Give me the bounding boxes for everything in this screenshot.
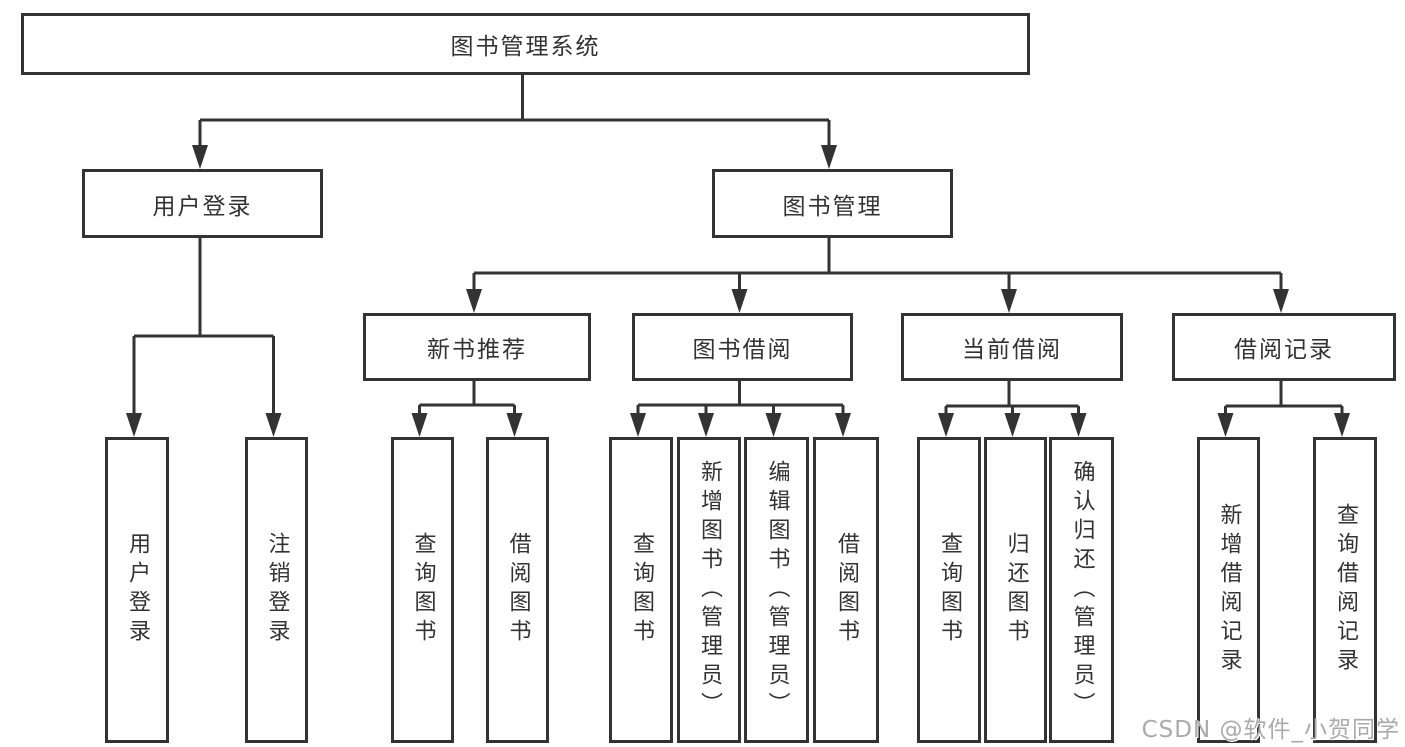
node-leaf-current-confirm-return: 确认归还（管理员） bbox=[1049, 437, 1114, 743]
node-label: 图书借阅 bbox=[692, 337, 793, 363]
node-label: 借阅图书 bbox=[834, 532, 859, 648]
node-user-login: 用户登录 bbox=[82, 169, 323, 238]
node-label: 注销登录 bbox=[264, 532, 290, 648]
node-label: 借阅记录 bbox=[1234, 337, 1334, 363]
node-label: 查询借阅记录 bbox=[1333, 503, 1358, 677]
node-label: 用户登录 bbox=[125, 532, 150, 648]
node-leaf-user-login: 用户登录 bbox=[105, 437, 169, 743]
node-leaf-current-return-books: 归还图书 bbox=[984, 437, 1047, 743]
csdn-watermark: CSDN @软件_小贺同学 bbox=[1141, 717, 1400, 743]
node-leaf-borrow-add-books: 新增图书（管理员） bbox=[677, 437, 741, 743]
node-leaf-borrow-edit-books: 编辑图书（管理员） bbox=[744, 437, 809, 743]
node-label: 借阅图书 bbox=[505, 532, 531, 648]
node-leaf-borrow-query-books: 查询图书 bbox=[609, 437, 673, 743]
node-book-management: 图书管理 bbox=[712, 169, 953, 238]
node-leaf-recommend-borrow-books: 借阅图书 bbox=[486, 437, 549, 743]
node-leaf-current-query-books: 查询图书 bbox=[917, 437, 981, 743]
node-library-management-system: 图书管理系统 bbox=[21, 13, 1030, 75]
node-borrow-records: 借阅记录 bbox=[1172, 313, 1396, 381]
node-new-book-recommend: 新书推荐 bbox=[363, 313, 591, 381]
node-label: 查询图书 bbox=[410, 532, 436, 648]
node-label: 查询图书 bbox=[629, 532, 654, 648]
node-label: 查询图书 bbox=[937, 532, 962, 648]
node-leaf-logout: 注销登录 bbox=[245, 437, 308, 743]
node-label: 新增图书（管理员） bbox=[697, 459, 722, 721]
node-label: 用户登录 bbox=[152, 193, 253, 220]
node-label: 确认归还（管理员） bbox=[1069, 459, 1095, 721]
node-label: 新增借阅记录 bbox=[1216, 503, 1242, 677]
node-label: 图书管理 bbox=[782, 193, 883, 220]
node-leaf-records-add-record: 新增借阅记录 bbox=[1197, 437, 1260, 743]
node-label: 归还图书 bbox=[1003, 532, 1029, 648]
node-label: 编辑图书（管理员） bbox=[764, 459, 790, 721]
arrowheads bbox=[126, 145, 1350, 437]
node-label: 当前借阅 bbox=[962, 337, 1062, 363]
node-leaf-borrow-borrow-books: 借阅图书 bbox=[813, 437, 879, 743]
node-leaf-recommend-query-books: 查询图书 bbox=[391, 437, 454, 743]
node-book-borrow: 图书借阅 bbox=[632, 313, 853, 381]
node-leaf-records-query-record: 查询借阅记录 bbox=[1313, 437, 1377, 743]
node-current-borrow: 当前借阅 bbox=[901, 313, 1123, 381]
node-label: 图书管理系统 bbox=[450, 34, 601, 60]
node-label: 新书推荐 bbox=[427, 337, 527, 363]
